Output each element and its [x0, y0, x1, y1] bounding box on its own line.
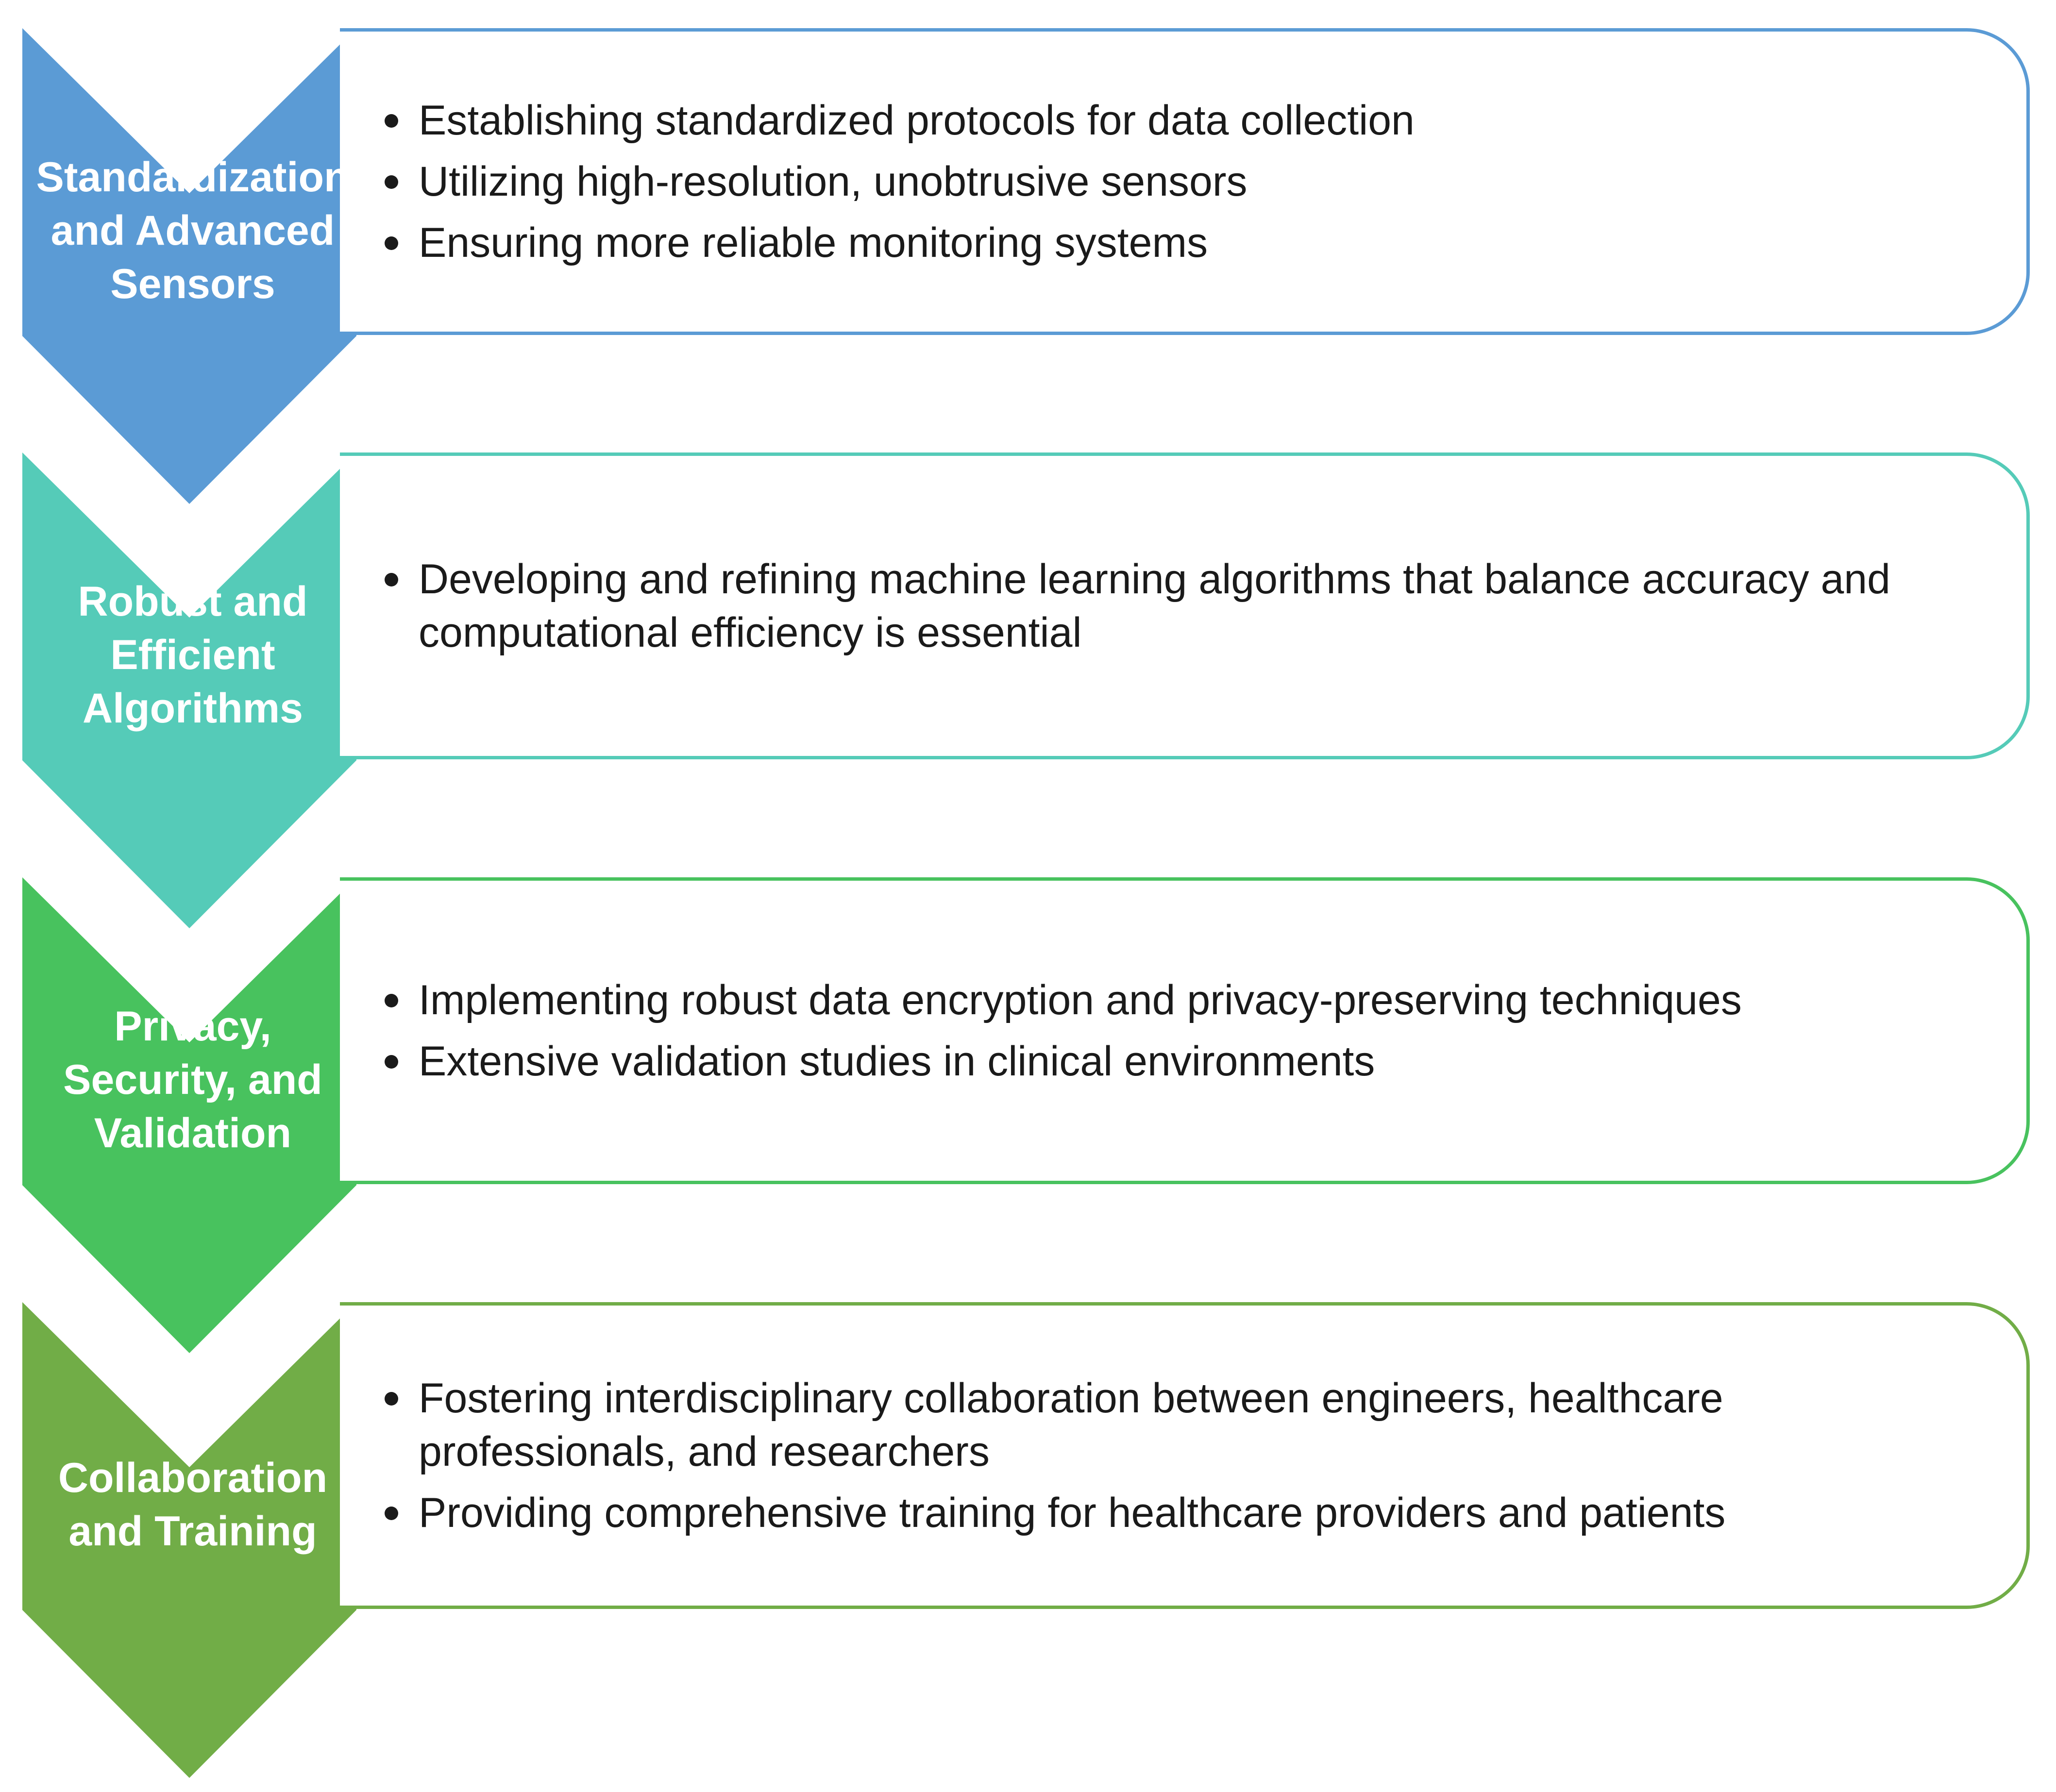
bullet-dot-icon	[385, 236, 398, 250]
bullet-dot-icon	[385, 573, 398, 586]
step-2-chevron-shape	[22, 452, 356, 928]
step-2-bullet-1: Developing and refining machine learning…	[374, 553, 2015, 659]
step-3-chevron-shape	[22, 877, 356, 1353]
bullet-dot-icon	[385, 1055, 398, 1069]
step-4-bullet-1-text: Fostering interdisciplinary collaboratio…	[419, 1375, 1723, 1475]
step-1-chevron-arrow	[22, 28, 356, 504]
step-1-bullet-1-text: Establishing standardized protocols for …	[419, 97, 1415, 144]
step-4-chevron-arrow	[22, 1302, 356, 1778]
step-1-bullet-2-text: Utilizing high-resolution, unobtrusive s…	[419, 158, 1247, 205]
step-4-chevron-shape	[22, 1302, 356, 1778]
step-2-bullet-1-text: Developing and refining machine learning…	[419, 556, 1890, 656]
step-3-bullet-2: Extensive validation studies in clinical…	[374, 1035, 2015, 1088]
step-2-title: Robust and Efficient Algorithms	[78, 578, 308, 732]
step-2-chevron-arrow	[22, 452, 356, 928]
bullet-dot-icon	[385, 1392, 398, 1406]
step-1-panel	[340, 28, 2030, 335]
step-4-panel	[340, 1302, 2030, 1609]
step-3-panel	[340, 877, 2030, 1184]
step-4-title: Collaboration and Training	[58, 1455, 328, 1555]
step-1-bullet-3: Ensuring more reliable monitoring system…	[374, 216, 2015, 269]
bullet-dot-icon	[385, 1507, 398, 1520]
step-1-chevron-shape	[22, 28, 356, 504]
step-3-chevron-arrow	[22, 877, 356, 1353]
step-4-bullet-2-text: Providing comprehensive training for hea…	[419, 1490, 1726, 1536]
step-3-bullet-2-text: Extensive validation studies in clinical…	[419, 1038, 1375, 1085]
step-1-bullet-list: Establishing standardized protocols for …	[374, 28, 2015, 335]
bullet-dot-icon	[385, 114, 398, 128]
step-3-bullet-1: Implementing robust data encryption and …	[374, 973, 2015, 1027]
step-1-bullet-2: Utilizing high-resolution, unobtrusive s…	[374, 155, 2015, 208]
step-2-panel	[340, 452, 2030, 759]
step-3-bullet-1-text: Implementing robust data encryption and …	[419, 977, 1742, 1023]
step-4-bullet-1: Fostering interdisciplinary collaboratio…	[374, 1372, 2015, 1478]
step-3-title: Privacy, Security, and Validation	[63, 1003, 322, 1156]
step-4-bullet-2: Providing comprehensive training for hea…	[374, 1486, 2015, 1540]
step-4-bullet-list: Fostering interdisciplinary collaboratio…	[374, 1302, 2015, 1609]
bullet-dot-icon	[385, 994, 398, 1007]
step-1-bullet-3-text: Ensuring more reliable monitoring system…	[419, 219, 1208, 266]
step-1-bullet-1: Establishing standardized protocols for …	[374, 94, 2015, 147]
step-2-bullet-list: Developing and refining machine learning…	[374, 452, 2015, 759]
step-1-title: Standardization and Advanced Sensors	[36, 154, 350, 307]
bullet-dot-icon	[385, 175, 398, 189]
step-3-bullet-list: Implementing robust data encryption and …	[374, 877, 2015, 1184]
